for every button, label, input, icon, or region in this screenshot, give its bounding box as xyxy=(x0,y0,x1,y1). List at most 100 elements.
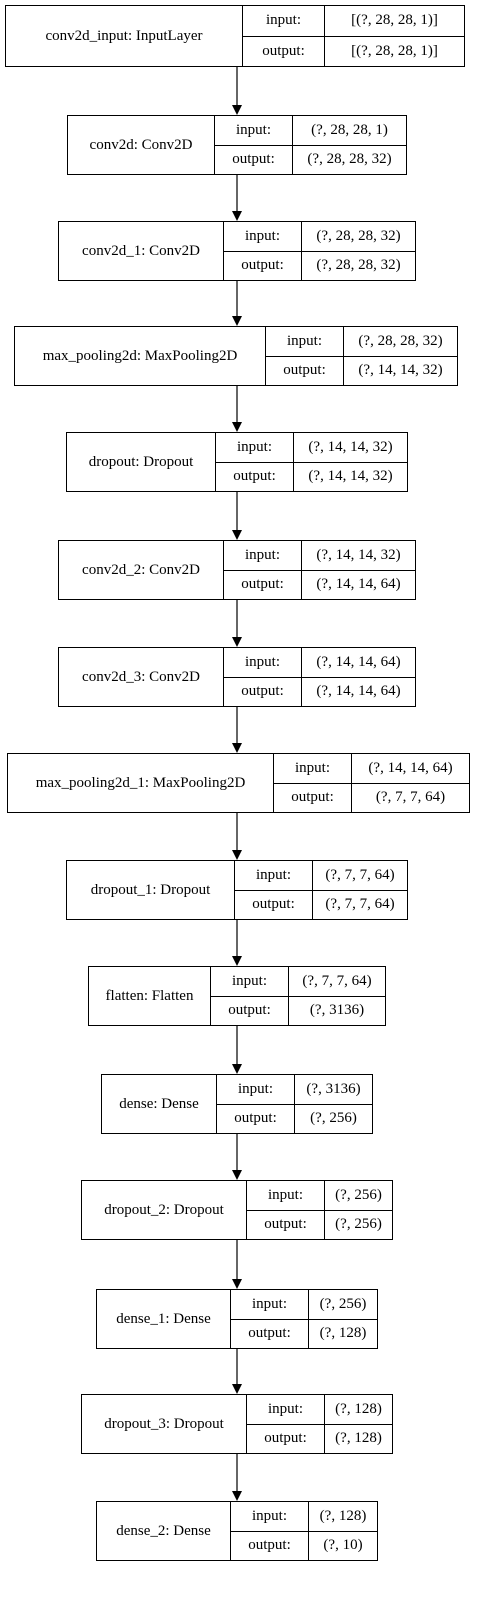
io-label-column: input:output: xyxy=(217,1075,295,1133)
shape-column: (?, 14, 14, 32) (?, 14, 14, 64) xyxy=(302,541,415,599)
layer-name: conv2d: Conv2D xyxy=(68,116,215,174)
output-shape: (?, 256) xyxy=(310,1110,357,1127)
output-label: output: xyxy=(234,1110,277,1127)
input-shape: (?, 14, 14, 64) xyxy=(352,754,469,784)
input-label: input: xyxy=(274,754,351,784)
output-shape: (?, 14, 14, 32) xyxy=(308,468,393,485)
input-label: input: xyxy=(235,861,312,891)
arrowhead xyxy=(232,211,242,221)
layer-name: conv2d_1: Conv2D xyxy=(59,222,224,280)
output-label: output: xyxy=(262,42,305,59)
layer-name: dense_1: Dense xyxy=(97,1290,231,1348)
output-shape: (?, 7, 7, 64) xyxy=(375,789,446,806)
shape-column: (?, 128)(?, 128) xyxy=(325,1395,392,1453)
shape-column: (?, 28, 28, 32) (?, 28, 28, 32) xyxy=(302,222,415,280)
input-label: input: xyxy=(266,327,343,357)
layer-name: dense: Dense xyxy=(102,1075,217,1133)
input-label: input: xyxy=(224,541,301,571)
output-label: output: xyxy=(264,1216,307,1233)
arrowhead xyxy=(232,105,242,115)
shape-column: (?, 7, 7, 64)(?, 3136) xyxy=(289,967,385,1025)
output-shape: (?, 10) xyxy=(323,1537,363,1554)
input-label: input: xyxy=(215,116,292,146)
layer-name: conv2d_input: InputLayer xyxy=(6,6,243,66)
arrowhead xyxy=(232,637,242,647)
arrowhead xyxy=(232,850,242,860)
input-shape: (?, 7, 7, 64) xyxy=(313,861,407,891)
input-label: input: xyxy=(224,222,301,252)
arrowhead xyxy=(232,1170,242,1180)
input-label: input: xyxy=(231,1502,308,1532)
layer-name: dropout_1: Dropout xyxy=(67,861,235,919)
shape-column: (?, 14, 14, 32)(?, 14, 14, 32) xyxy=(294,433,407,491)
io-label-column: input: output: xyxy=(247,1181,325,1239)
output-shape: (?, 14, 14, 64) xyxy=(316,576,401,593)
io-label-column: input: output: xyxy=(224,222,302,280)
io-label-column: input: output: xyxy=(274,754,352,812)
output-label: output: xyxy=(232,151,275,168)
input-shape: (?, 7, 7, 64) xyxy=(289,967,385,997)
shape-column: (?, 7, 7, 64)(?, 7, 7, 64) xyxy=(313,861,407,919)
output-label: output: xyxy=(233,468,276,485)
arrowhead xyxy=(232,1279,242,1289)
layer-name: max_pooling2d: MaxPooling2D xyxy=(15,327,266,385)
layer-name: dropout_3: Dropout xyxy=(82,1395,247,1453)
input-label: input: xyxy=(247,1181,324,1211)
arrowhead xyxy=(232,743,242,753)
input-shape: [(?, 28, 28, 1)] xyxy=(325,6,464,37)
output-label: output: xyxy=(264,1430,307,1447)
arrowhead xyxy=(232,1064,242,1074)
input-label: input: xyxy=(247,1395,324,1425)
input-shape: (?, 3136) xyxy=(295,1075,372,1105)
input-shape: (?, 256) xyxy=(325,1181,392,1211)
layer-name: dropout_2: Dropout xyxy=(82,1181,247,1239)
input-shape: (?, 14, 14, 64) xyxy=(302,648,415,678)
input-label: input: xyxy=(216,433,293,463)
shape-column: (?, 128)(?, 10) xyxy=(309,1502,377,1560)
input-shape: (?, 14, 14, 32) xyxy=(302,541,415,571)
output-label: output: xyxy=(241,683,284,700)
output-shape: (?, 28, 28, 32) xyxy=(316,257,401,274)
shape-column: (?, 256)(?, 128) xyxy=(309,1290,377,1348)
output-label: output: xyxy=(241,257,284,274)
layer-name: dense_2: Dense xyxy=(97,1502,231,1560)
io-label-column: input: output: xyxy=(224,541,302,599)
input-shape: (?, 256) xyxy=(309,1290,377,1320)
io-label-column: input: output: xyxy=(231,1502,309,1560)
arrowhead xyxy=(232,1384,242,1394)
shape-column: [(?, 28, 28, 1)][(?, 28, 28, 1)] xyxy=(325,6,464,66)
io-label-column: input: output: xyxy=(215,116,293,174)
input-shape: (?, 128) xyxy=(325,1395,392,1425)
output-shape: (?, 28, 28, 32) xyxy=(307,151,392,168)
input-shape: (?, 28, 28, 32) xyxy=(344,327,457,357)
output-label: output: xyxy=(291,789,334,806)
arrowhead xyxy=(232,316,242,326)
io-label-column: input:output: xyxy=(211,967,289,1025)
shape-column: (?, 28, 28, 32) (?, 14, 14, 32) xyxy=(344,327,457,385)
layer-name: conv2d_2: Conv2D xyxy=(59,541,224,599)
output-label: output: xyxy=(248,1537,291,1554)
output-shape: (?, 14, 14, 32) xyxy=(358,362,443,379)
input-label: input: xyxy=(231,1290,308,1320)
arrowhead xyxy=(232,956,242,966)
input-shape: (?, 28, 28, 32) xyxy=(302,222,415,252)
output-label: output: xyxy=(248,1325,291,1342)
io-label-column: input: output: xyxy=(266,327,344,385)
shape-column: (?, 256)(?, 256) xyxy=(325,1181,392,1239)
output-label: output: xyxy=(241,576,284,593)
io-label-column: input: output: xyxy=(231,1290,309,1348)
input-label: input: xyxy=(211,967,288,997)
output-label: output: xyxy=(283,362,326,379)
arrowhead xyxy=(232,1491,242,1501)
